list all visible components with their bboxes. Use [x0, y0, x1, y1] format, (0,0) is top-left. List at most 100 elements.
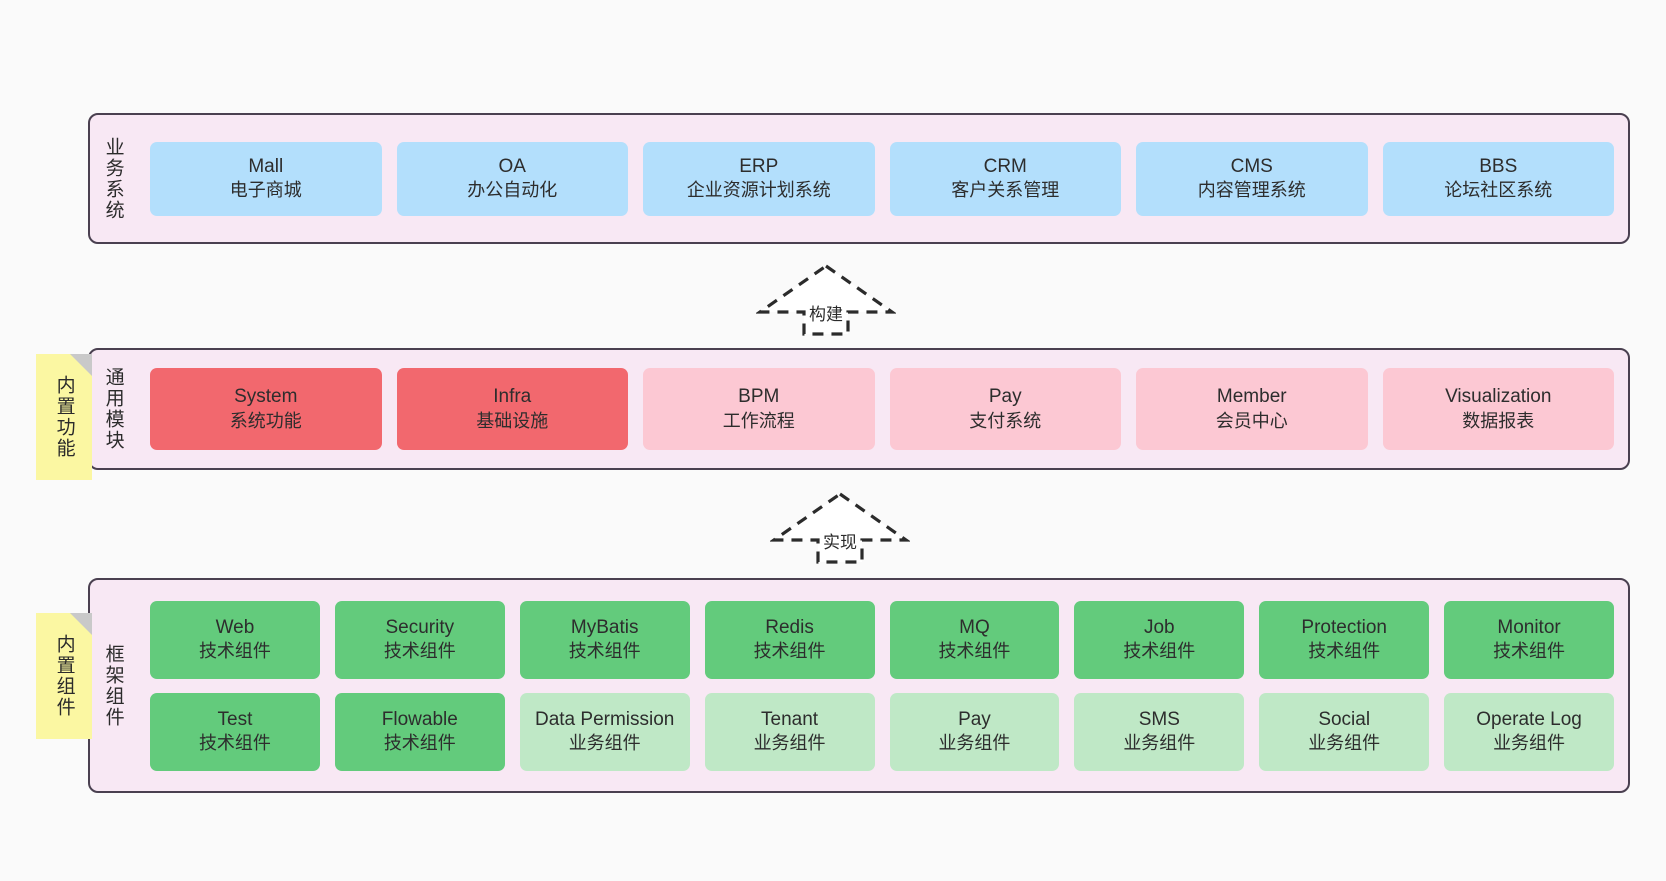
card-mq-cn: 技术组件	[938, 641, 1011, 662]
card-pay-module-cn: 支付系统	[969, 410, 1042, 431]
card-sms[interactable]: SMS 业务组件	[1074, 692, 1245, 771]
connector-implement-label: 实现	[823, 533, 857, 552]
card-job[interactable]: Job 技术组件	[1074, 600, 1245, 679]
framework-business-row: Test 技术组件 Flowable 技术组件 Data Permission …	[150, 692, 1614, 771]
card-sms-en: SMS	[1138, 708, 1180, 730]
layer-common-modules-body: System 系统功能 Infra 基础设施 BPM 工作流程 Pay 支付系统…	[136, 350, 1628, 468]
card-bpm[interactable]: BPM 工作流程	[643, 368, 875, 450]
card-cms-en: CMS	[1230, 155, 1273, 177]
card-web-en: Web	[215, 616, 255, 638]
card-job-en: Job	[1143, 616, 1175, 638]
connector-build-label: 构建	[809, 305, 843, 324]
card-crm[interactable]: CRM 客户关系管理	[889, 141, 1121, 216]
layer-common-modules: 通用模块 System 系统功能 Infra 基础设施 BPM 工作流程 Pay…	[88, 348, 1630, 470]
card-infra[interactable]: Infra 基础设施	[396, 368, 628, 450]
card-flowable[interactable]: Flowable 技术组件	[334, 692, 505, 771]
connector-build: 构建	[756, 262, 896, 338]
card-flowable-cn: 技术组件	[383, 733, 456, 754]
card-bbs[interactable]: BBS 论坛社区系统	[1382, 141, 1614, 216]
card-pay-component-en: Pay	[958, 708, 991, 730]
business-card-row: Mall 电子商城 OA 办公自动化 ERP 企业资源计划系统 CRM 客户关系…	[150, 141, 1614, 216]
card-data-permission-en: Data Permission	[534, 708, 675, 730]
connector-implement: 实现	[770, 490, 910, 566]
card-mybatis[interactable]: MyBatis 技术组件	[519, 600, 690, 679]
card-bpm-cn: 工作流程	[722, 410, 795, 431]
layer-framework-components: 框架组件 Web 技术组件 Security 技术组件 MyBatis 技术组件…	[88, 578, 1630, 793]
card-tenant-cn: 业务组件	[753, 733, 826, 754]
card-tenant-en: Tenant	[761, 708, 819, 730]
card-redis[interactable]: Redis 技术组件	[704, 600, 875, 679]
card-erp-en: ERP	[739, 155, 779, 177]
modules-card-row: System 系统功能 Infra 基础设施 BPM 工作流程 Pay 支付系统…	[150, 368, 1614, 450]
card-pay-module[interactable]: Pay 支付系统	[889, 368, 1121, 450]
card-bpm-en: BPM	[738, 386, 780, 408]
card-cms[interactable]: CMS 内容管理系统	[1136, 141, 1368, 216]
card-operate-log-en: Operate Log	[1476, 708, 1582, 730]
card-web[interactable]: Web 技术组件	[150, 600, 320, 679]
card-infra-cn: 基础设施	[476, 410, 549, 431]
card-protection-cn: 技术组件	[1308, 641, 1381, 662]
card-mq[interactable]: MQ 技术组件	[889, 600, 1060, 679]
layer-business-system-title: 业务系统	[102, 136, 124, 221]
framework-tech-row: Web 技术组件 Security 技术组件 MyBatis 技术组件 Redi…	[150, 600, 1614, 679]
layer-business-system: 业务系统 Mall 电子商城 OA 办公自动化 ERP 企业资源计划系统 CRM…	[88, 113, 1630, 244]
card-protection[interactable]: Protection 技术组件	[1259, 600, 1430, 679]
card-redis-en: Redis	[765, 616, 814, 638]
card-system[interactable]: System 系统功能	[150, 368, 382, 450]
card-mybatis-en: MyBatis	[570, 616, 639, 638]
sticky-note-builtin-component-text: 内置组件	[53, 634, 75, 718]
card-security-cn: 技术组件	[383, 641, 456, 662]
card-oa-cn: 办公自动化	[467, 180, 558, 201]
card-visualization-en: Visualization	[1445, 386, 1552, 408]
card-erp[interactable]: ERP 企业资源计划系统	[643, 141, 875, 216]
card-job-cn: 技术组件	[1123, 641, 1196, 662]
card-social-cn: 业务组件	[1308, 733, 1381, 754]
layer-common-modules-title: 通用模块	[102, 367, 124, 451]
card-member-cn: 会员中心	[1215, 410, 1288, 431]
card-visualization[interactable]: Visualization 数据报表	[1382, 368, 1614, 450]
card-monitor-en: Monitor	[1497, 616, 1561, 638]
layer-business-system-body: Mall 电子商城 OA 办公自动化 ERP 企业资源计划系统 CRM 客户关系…	[136, 115, 1628, 242]
card-flowable-en: Flowable	[381, 708, 458, 730]
sticky-fold-icon	[70, 613, 92, 635]
card-system-cn: 系统功能	[229, 410, 302, 431]
card-mall-cn: 电子商城	[229, 180, 302, 201]
card-tenant[interactable]: Tenant 业务组件	[704, 692, 875, 771]
sticky-note-builtin-function-text: 内置功能	[53, 375, 75, 459]
card-infra-en: Infra	[493, 386, 532, 408]
layer-framework-components-title: 框架组件	[102, 643, 124, 728]
card-test[interactable]: Test 技术组件	[150, 692, 320, 771]
connector-build-shape	[756, 264, 896, 336]
card-monitor[interactable]: Monitor 技术组件	[1444, 600, 1614, 679]
card-protection-en: Protection	[1301, 616, 1387, 638]
layer-framework-components-body: Web 技术组件 Security 技术组件 MyBatis 技术组件 Redi…	[136, 580, 1628, 791]
card-data-permission[interactable]: Data Permission 业务组件	[519, 692, 690, 771]
card-sms-cn: 业务组件	[1123, 733, 1196, 754]
card-visualization-cn: 数据报表	[1462, 410, 1535, 431]
sticky-note-builtin-component: 内置组件	[36, 613, 92, 739]
card-pay-component-cn: 业务组件	[938, 733, 1011, 754]
card-operate-log[interactable]: Operate Log 业务组件	[1444, 692, 1614, 771]
card-security[interactable]: Security 技术组件	[334, 600, 505, 679]
card-crm-cn: 客户关系管理	[951, 180, 1060, 201]
card-bbs-cn: 论坛社区系统	[1444, 180, 1553, 201]
card-data-permission-cn: 业务组件	[568, 733, 641, 754]
card-pay-component[interactable]: Pay 业务组件	[889, 692, 1060, 771]
sticky-fold-icon	[70, 354, 92, 376]
card-mybatis-cn: 技术组件	[568, 641, 641, 662]
card-web-cn: 技术组件	[198, 641, 271, 662]
card-mall[interactable]: Mall 电子商城	[150, 141, 382, 216]
connector-implement-shape	[770, 492, 910, 564]
card-oa-en: OA	[498, 155, 526, 177]
card-system-en: System	[234, 386, 298, 408]
card-security-en: Security	[385, 616, 455, 638]
card-pay-module-en: Pay	[988, 386, 1022, 408]
card-mall-en: Mall	[248, 155, 284, 177]
card-monitor-cn: 技术组件	[1493, 641, 1566, 662]
card-oa[interactable]: OA 办公自动化	[396, 141, 628, 216]
card-member[interactable]: Member 会员中心	[1136, 368, 1368, 450]
card-test-cn: 技术组件	[198, 733, 271, 754]
card-social[interactable]: Social 业务组件	[1259, 692, 1430, 771]
card-mq-en: MQ	[959, 616, 990, 638]
